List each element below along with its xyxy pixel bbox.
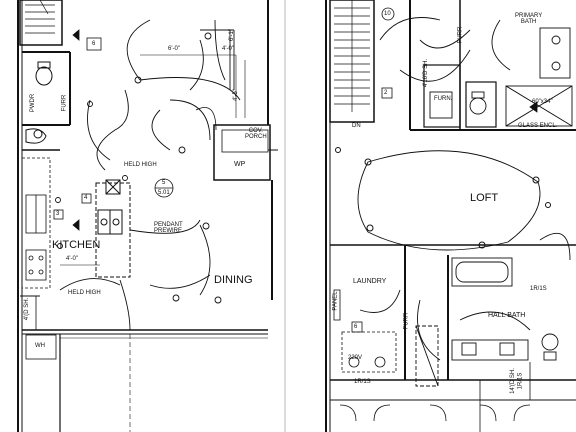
primary-bath-fixtures (429, 27, 573, 127)
kitchen-island (95, 179, 131, 278)
room-label-cov-porch: COV. PORCH (245, 128, 267, 140)
room-label-kitchen: KITCHEN (52, 239, 101, 251)
dim-4-5: 4'-5" (232, 89, 239, 101)
tag-6-laundry: 6 (354, 324, 358, 330)
laundry-fixtures (333, 289, 397, 373)
right-sheet-walls (325, 0, 576, 432)
stair-treads (334, 0, 370, 112)
room-label-hall-bath: HALL BATH (488, 312, 526, 319)
left-tags (53, 29, 174, 231)
left-wiring-arcs (59, 19, 241, 331)
tag-sheet-5-01: 5.01 (158, 190, 170, 196)
tag-10: 10 (384, 11, 391, 17)
dim-6-1: 6'-1" (228, 29, 235, 41)
shelf-label-1: 4'16'D SH. (423, 58, 430, 88)
shelf-label-4: 1R/1S (354, 379, 371, 385)
shelf-label-3: 1R/1S (530, 286, 547, 292)
furr-label-1: FURR (61, 94, 68, 112)
dim-6-0-top: 6'-0" (168, 46, 180, 52)
note-held-high-top: HELD HIGH (124, 162, 157, 168)
room-label-wh: WH (35, 343, 45, 349)
room-label-pwdr: PWDR (30, 93, 37, 113)
right-bottom-doors (339, 362, 531, 432)
tag-2-top: 2 (75, 33, 79, 39)
tag-2-right: 2 (384, 90, 388, 96)
room-label-furn: FURN. (434, 96, 453, 102)
tag-3: 3 (56, 211, 60, 217)
note-shower-size: 60"x34" (532, 99, 553, 105)
note-glass-encl: GLASS ENCL. (518, 123, 558, 129)
kitchen-counter (21, 157, 51, 289)
tag-6-top: 6 (92, 41, 96, 47)
stair-hatch (25, 0, 55, 34)
left-dimension-lines (60, 54, 246, 266)
covered-porch (195, 107, 278, 181)
room-label-laundry: LAUNDRY (353, 278, 387, 285)
note-pendant-prewire: PENDANT PREWIRE (154, 222, 183, 234)
hall-bath-fixtures (415, 257, 559, 387)
loft-ceiling-light (335, 147, 551, 251)
dim-4-0-top: 4'-0" (222, 46, 234, 52)
note-panel: PANEL (332, 291, 339, 311)
room-label-primary-bath: PRIMARY BATH (515, 13, 543, 25)
note-held-high-bottom: HELD HIGH (68, 290, 101, 296)
shelf-label-2: 4'(D SH. (24, 297, 31, 321)
room-label-dining: DINING (214, 274, 253, 286)
tag-section-5: 5 (162, 180, 166, 186)
powder-room-fixtures (25, 61, 53, 144)
label-220v: 220V (348, 355, 363, 361)
right-wiring-arcs (359, 17, 571, 361)
room-label-loft: LOFT (470, 192, 499, 204)
left-sheet-walls (17, 0, 273, 432)
furr-label-2: FURR (457, 26, 464, 44)
room-label-wp: WP (234, 161, 246, 168)
tag-4: 4 (84, 195, 88, 201)
note-dn: DN (352, 123, 361, 129)
shelf-label-6: 14'(D SH. (509, 368, 516, 394)
left-light-fixtures (55, 32, 222, 304)
right-tags (351, 7, 538, 333)
furr-label-3: FURR (403, 312, 410, 330)
garage-area (20, 295, 268, 432)
shelf-label-7: 1R/1S (517, 372, 524, 390)
dim-4-0-kitchen: 4'-0" (66, 256, 78, 262)
